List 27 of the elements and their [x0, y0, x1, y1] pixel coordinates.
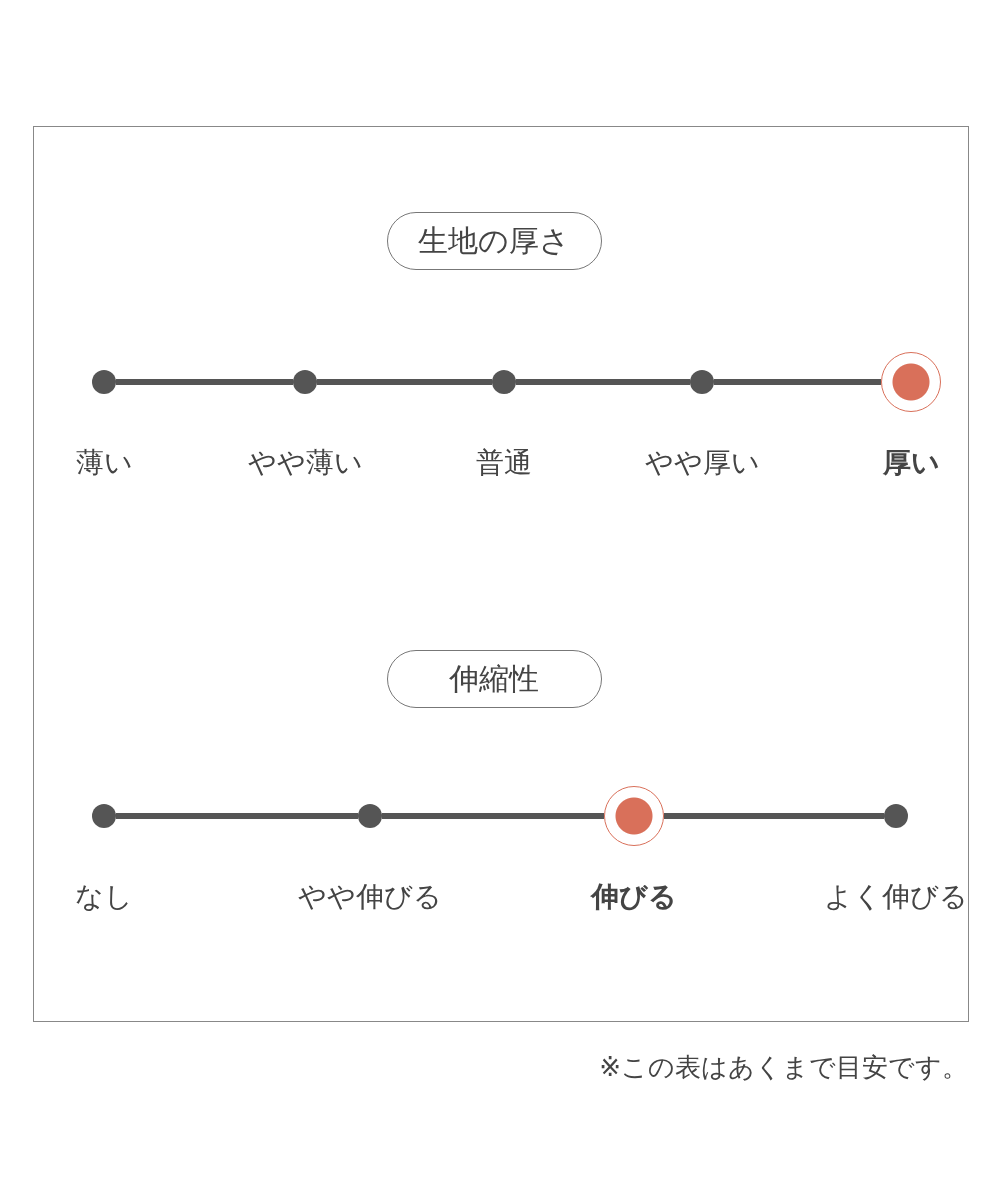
- scale-label: やや厚い: [644, 445, 760, 481]
- scale-line: [714, 379, 881, 385]
- scale-dot: [92, 370, 116, 394]
- scale-line: [116, 813, 358, 819]
- footnote: ※この表はあくまで目安です。: [599, 1051, 968, 1084]
- scale-line: [382, 813, 604, 819]
- scale-dot: [293, 370, 317, 394]
- scale-label: なし: [75, 879, 133, 915]
- scale-line: [664, 813, 884, 819]
- scale-label: やや伸びる: [298, 879, 442, 915]
- scale-label: やや薄い: [247, 445, 363, 481]
- selected-marker: [881, 352, 941, 412]
- scale-dot: [690, 370, 714, 394]
- scale-dot: [884, 804, 908, 828]
- scale-line: [116, 379, 293, 385]
- scale-line: [317, 379, 492, 385]
- scale-label: よく伸びる: [824, 879, 968, 915]
- scale-dot: [92, 804, 116, 828]
- scale-label: 厚い: [882, 445, 940, 481]
- scale-dot: [492, 370, 516, 394]
- selected-marker: [604, 786, 664, 846]
- scale-label: 普通: [476, 445, 532, 481]
- scale-line: [516, 379, 690, 385]
- scale-label: 薄い: [75, 445, 133, 481]
- scale-label: 伸びる: [591, 879, 677, 915]
- scale-dot: [358, 804, 382, 828]
- chart-frame: [33, 126, 969, 1022]
